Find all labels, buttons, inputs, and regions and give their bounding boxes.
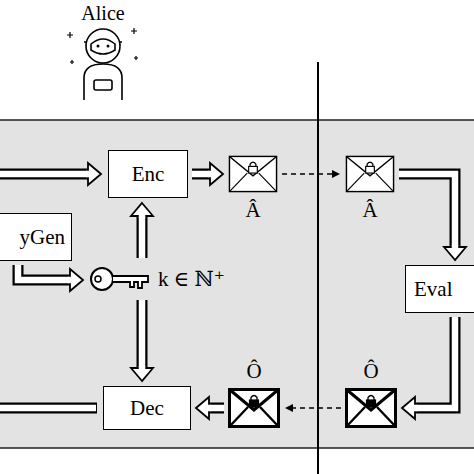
key-icon bbox=[88, 262, 150, 296]
transfer-arrow bbox=[282, 170, 340, 178]
ciphertext-envelope: Â bbox=[345, 155, 395, 193]
flow-arrow bbox=[131, 300, 153, 381]
flow-arrow bbox=[18, 265, 83, 291]
ciphertext-label: Ô bbox=[363, 361, 378, 382]
box-label: Enc bbox=[132, 164, 165, 185]
transfer-arrow bbox=[285, 404, 341, 412]
envelope-icon bbox=[228, 155, 278, 193]
box-label: Dec bbox=[130, 398, 164, 419]
ciphertext-envelope: Ô bbox=[345, 388, 397, 428]
key-node: k ∈ ℕ⁺ bbox=[88, 262, 150, 296]
actor-name: Alice bbox=[81, 3, 124, 23]
sealed-envelope bbox=[228, 388, 280, 428]
input-arrow bbox=[0, 163, 101, 185]
ciphertext-envelope: Ô bbox=[228, 388, 280, 428]
process-box: Eval bbox=[405, 265, 474, 313]
ciphertext-label: Â bbox=[362, 200, 377, 221]
divider-line bbox=[317, 62, 319, 474]
key-label: k ∈ ℕ⁺ bbox=[158, 269, 225, 290]
ciphertext-envelope: Â bbox=[228, 155, 278, 193]
output-arrow bbox=[0, 408, 97, 409]
shaded-band bbox=[0, 120, 474, 448]
envelope-icon bbox=[345, 155, 395, 193]
process-box: Enc bbox=[108, 150, 188, 198]
flow-arrow bbox=[131, 203, 153, 258]
flow-arrow bbox=[399, 174, 466, 260]
process-box: Dec bbox=[103, 386, 191, 430]
ciphertext-label: Ô bbox=[246, 361, 261, 382]
ciphertext-label: Â bbox=[245, 200, 260, 221]
box-label: Eval bbox=[414, 279, 452, 300]
flow-arrow bbox=[192, 163, 223, 185]
box-label: yGen bbox=[20, 227, 66, 248]
flow-arrow bbox=[402, 317, 455, 419]
flow-arrow bbox=[196, 397, 224, 419]
sealed-envelope bbox=[345, 388, 397, 428]
astronaut-icon bbox=[67, 28, 138, 100]
process-box: yGen bbox=[0, 213, 72, 261]
